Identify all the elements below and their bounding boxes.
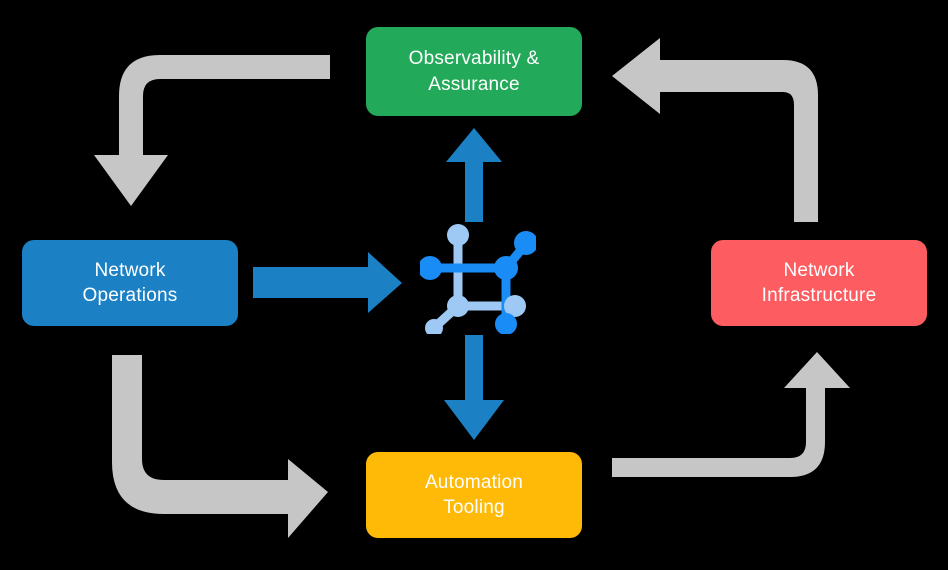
- arrow-network-operations-to-center: [253, 252, 402, 313]
- arrow-network-infrastructure-to-observability: [612, 38, 818, 222]
- network-topology-icon: [420, 224, 536, 334]
- network-icon-primary-nodes: [420, 231, 536, 334]
- arrow-network-operations-to-automation-tooling: [112, 355, 328, 538]
- arrow-automation-tooling-to-network-infrastructure: [612, 352, 850, 477]
- arrow-center-to-observability: [446, 128, 502, 222]
- node-box-observability[interactable]: Observability & Assurance: [366, 27, 582, 116]
- node-label-network-infrastructure: Network Infrastructure: [761, 259, 877, 306]
- arrow-center-to-automation-tooling: [444, 335, 504, 440]
- network-icon-secondary-nodes: [425, 224, 526, 334]
- node-label-observability: Observability & Assurance: [408, 48, 540, 95]
- node-label-network-operations: Network Operations: [82, 259, 178, 306]
- node-box-automation-tooling[interactable]: Automation Tooling: [366, 452, 582, 538]
- arrow-observability-to-network-operations: [94, 55, 330, 206]
- node-box-network-infrastructure[interactable]: Network Infrastructure: [711, 240, 927, 326]
- node-label-automation-tooling: Automation Tooling: [424, 471, 524, 518]
- node-box-network-operations[interactable]: Network Operations: [22, 240, 238, 326]
- network-icon-secondary-edges: [425, 231, 517, 331]
